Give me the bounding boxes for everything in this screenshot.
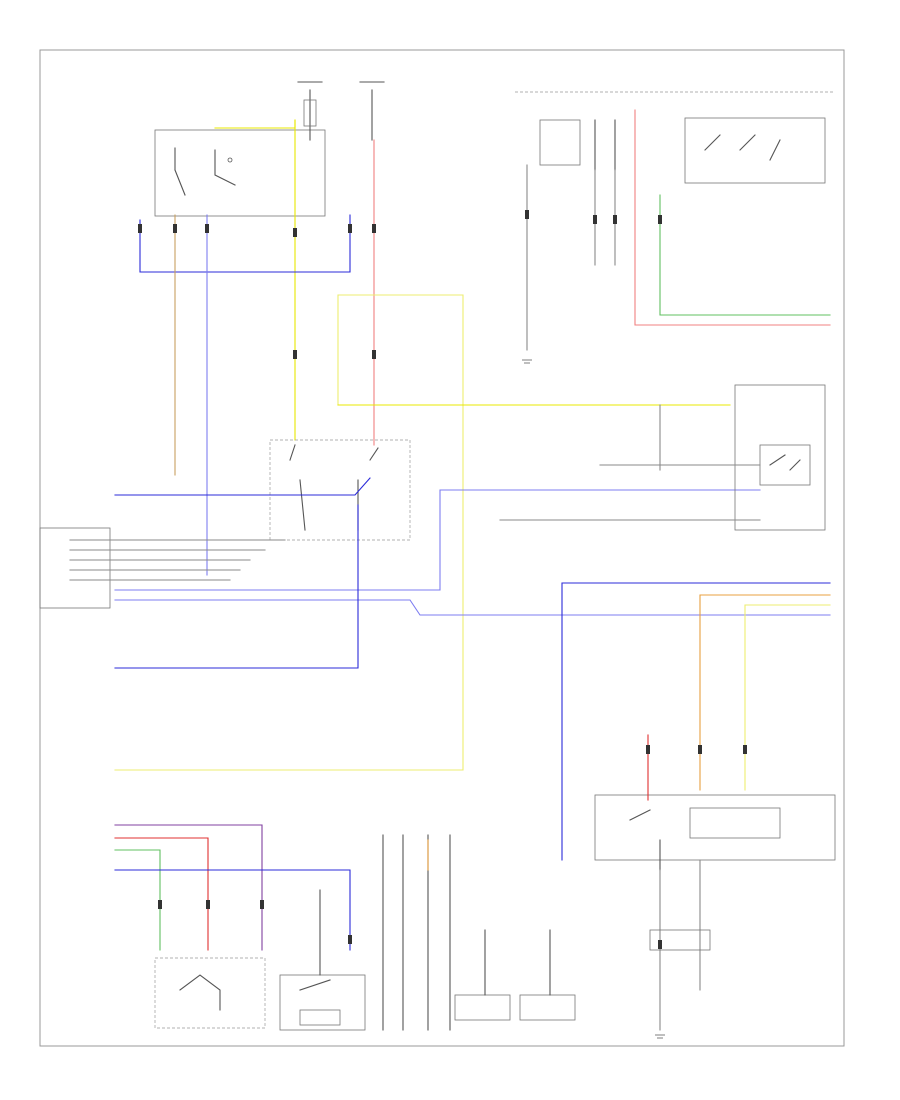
wire-blue-bottom — [114, 869, 351, 951]
gnd-right-top — [522, 359, 532, 364]
top-left-module — [154, 129, 326, 217]
wire-green-right — [659, 194, 831, 316]
switch-bank — [382, 834, 576, 1031]
right-top-modules — [515, 91, 835, 184]
right-lower-module — [594, 794, 836, 871]
wire-red-bottom — [114, 837, 209, 951]
wire-purple-bottom — [114, 824, 263, 951]
wire-lyellow-right — [744, 604, 831, 791]
wire-blue-top-bus — [139, 214, 351, 273]
wire-blue-mid-1 — [114, 477, 371, 496]
diagram-border — [39, 49, 845, 1047]
wire-green-bottom — [114, 849, 161, 951]
wire-yellow-top — [214, 119, 296, 129]
headlight-switch — [269, 439, 411, 541]
top-fuse-2 — [359, 81, 385, 141]
wire-blue-long — [561, 582, 831, 861]
auto-light-sensor — [154, 957, 266, 1029]
wire-lblue-mid-3 — [114, 489, 761, 591]
right-relay — [734, 384, 826, 531]
wire-gray-bottom-right — [659, 859, 701, 1031]
wire-orange-right — [699, 594, 831, 791]
left-connector-block — [39, 527, 286, 609]
bottom-right-ground — [649, 929, 711, 1039]
connectors-top — [138, 224, 376, 359]
wire-lyellow-loop — [114, 294, 464, 771]
wire-lblue-mid-2 — [114, 599, 831, 616]
connectors-misc — [158, 210, 747, 949]
wire-pink-right — [634, 109, 831, 326]
bottom-center-module — [279, 889, 366, 1031]
top-fuse-1 — [297, 81, 323, 141]
wire-blue-mid-4 — [114, 504, 359, 669]
wire-gray-right-2 — [594, 169, 616, 266]
